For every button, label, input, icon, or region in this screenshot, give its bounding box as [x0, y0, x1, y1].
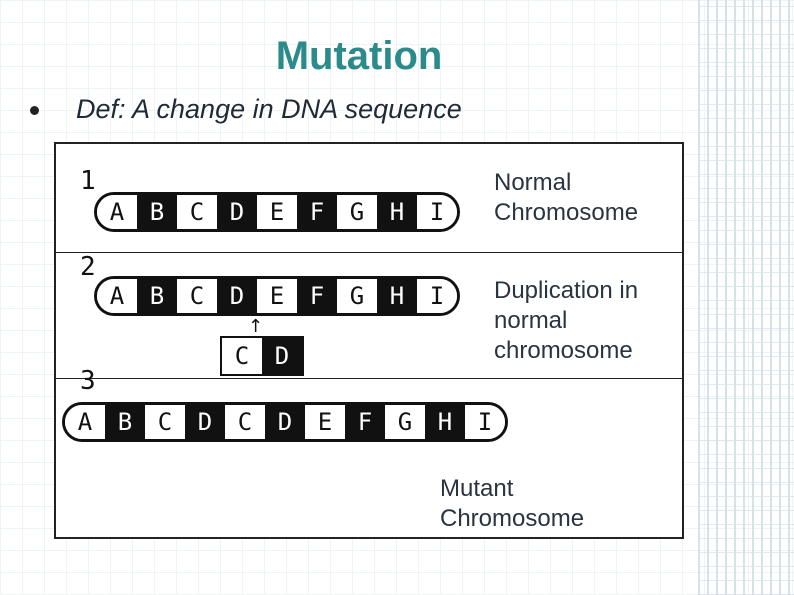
gene-segment: G	[385, 405, 425, 439]
insertion-arrow-icon: ↑	[248, 316, 264, 337]
gene-segment: E	[257, 195, 297, 229]
gene-segment: B	[137, 279, 177, 313]
gene-segment: C	[177, 195, 217, 229]
gene-segment: H	[377, 279, 417, 313]
row-separator	[56, 252, 682, 253]
row-number: 1	[80, 166, 96, 196]
gene-segment: A	[97, 279, 137, 313]
gene-segment: F	[297, 279, 337, 313]
gene-segment: I	[417, 279, 457, 313]
definition-text: Def: A change in DNA sequence	[76, 94, 462, 124]
row-label: Duplication in normal chromosome	[494, 277, 639, 364]
gene-segment: I	[417, 195, 457, 229]
gene-segment: D	[217, 279, 257, 313]
gene-segment: A	[65, 405, 105, 439]
row-number: 2	[80, 252, 96, 282]
gene-segment: C	[177, 279, 217, 313]
gene-segment: D	[265, 405, 305, 439]
gene-segment: E	[305, 405, 345, 439]
gene-segment: G	[337, 195, 377, 229]
slide-title: Mutation	[275, 34, 443, 78]
row-number: 3	[80, 366, 96, 396]
decorative-border	[698, 0, 794, 595]
gene-segment: H	[425, 405, 465, 439]
gene-segment: B	[105, 405, 145, 439]
gene-segment: A	[97, 195, 137, 229]
bullet-icon	[30, 106, 39, 115]
gene-segment: I	[465, 405, 505, 439]
row-label: Normal Chromosome	[494, 169, 639, 226]
gene-segment: F	[297, 195, 337, 229]
row-label: Mutant Chromosome	[440, 475, 585, 532]
gene-segment: D	[262, 338, 302, 374]
gene-segment: H	[377, 195, 417, 229]
gene-segment: G	[337, 279, 377, 313]
gene-segment: C	[145, 405, 185, 439]
gene-segment: B	[137, 195, 177, 229]
gene-segment: D	[217, 195, 257, 229]
gene-segment: D	[185, 405, 225, 439]
row-separator	[56, 378, 682, 379]
gene-segment: E	[257, 279, 297, 313]
gene-segment: F	[345, 405, 385, 439]
gene-segment: C	[225, 405, 265, 439]
gene-segment: C	[222, 338, 262, 374]
